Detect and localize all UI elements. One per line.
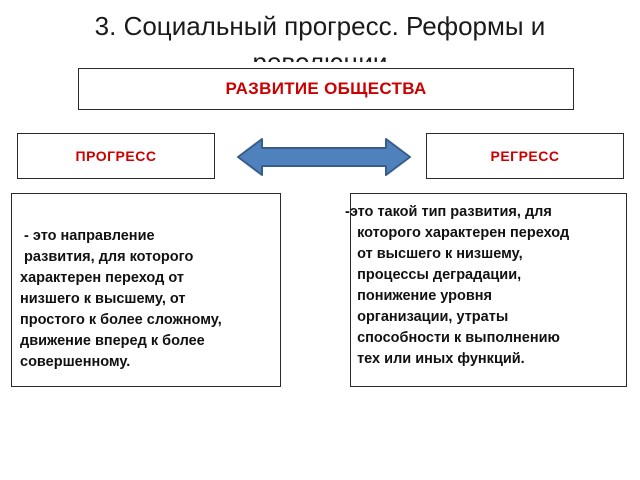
progress-definition-box: - это направление развития, для которого… bbox=[11, 193, 281, 387]
double-arrow-icon bbox=[237, 138, 411, 176]
regress-definition-box: -это такой тип развития, для которого ха… bbox=[345, 193, 627, 387]
slide-title-text: 3. Социальный прогресс. Реформы и револю… bbox=[94, 11, 546, 62]
progress-label: ПРОГРЕСС bbox=[75, 148, 157, 164]
regress-definition-text: -это такой тип развития, для которого ха… bbox=[345, 204, 570, 367]
society-development-box: РАЗВИТИЕ ОБЩЕСТВА bbox=[78, 68, 574, 110]
progress-box: ПРОГРЕСС bbox=[17, 133, 215, 179]
society-development-label: РАЗВИТИЕ ОБЩЕСТВА bbox=[225, 79, 427, 98]
progress-definition-text: - это направление развития, для которого… bbox=[20, 228, 222, 370]
slide-title: 3. Социальный прогресс. Реформы и револю… bbox=[0, 8, 640, 62]
regress-box: РЕГРЕСС bbox=[426, 133, 624, 179]
regress-label: РЕГРЕСС bbox=[490, 148, 560, 164]
double-arrow-shape bbox=[237, 138, 411, 176]
